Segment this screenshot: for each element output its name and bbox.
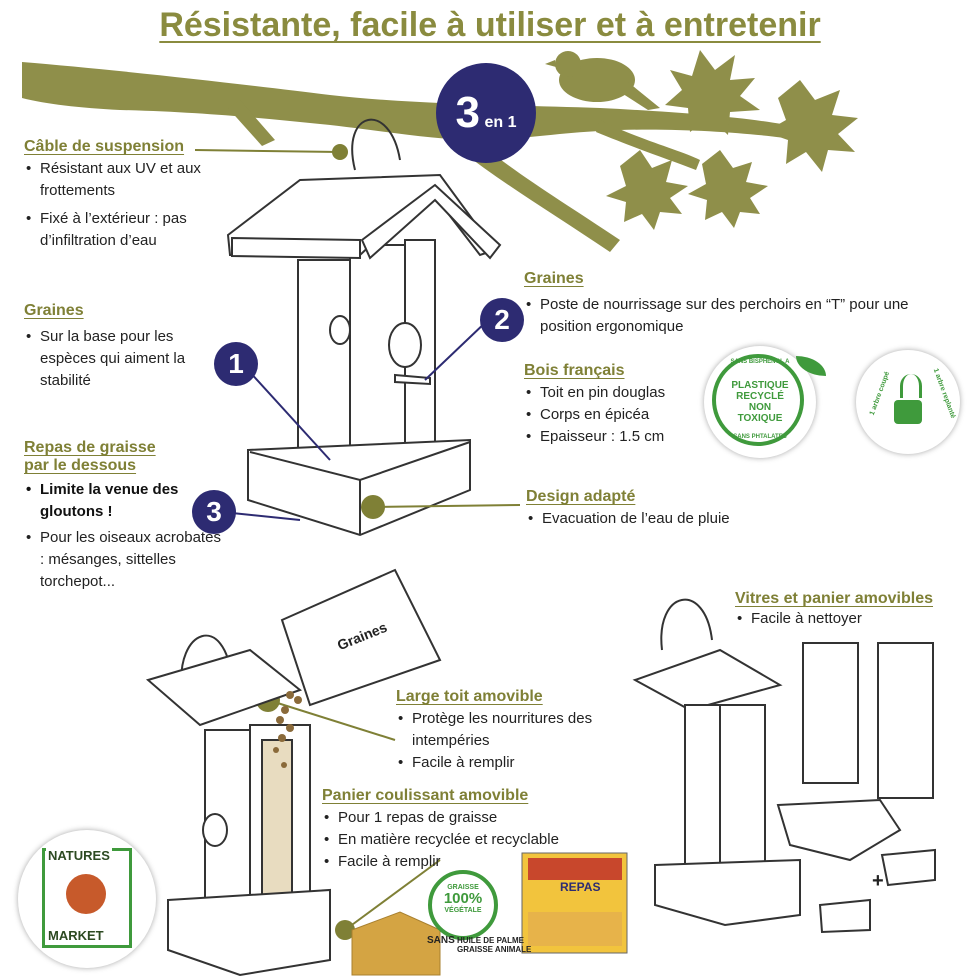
plastique-l2: RECYCLÉ — [736, 391, 784, 402]
plastique-bottom: SANS PHTALATES — [733, 434, 787, 440]
sans-word: SANS — [427, 935, 455, 946]
panier-heading: Panier coulissant amovible — [322, 787, 529, 804]
badge-main: 3 — [455, 88, 480, 137]
cable-item: Fixé à l’extérieur : pas d’infiltration … — [24, 208, 224, 252]
feeder-open-roof-drawing — [145, 634, 331, 977]
sprout-icon — [900, 374, 922, 398]
seed-bag — [280, 568, 442, 707]
tree-branch — [22, 62, 800, 252]
feeder-main-drawing — [226, 118, 502, 537]
plus-sign: + — [872, 870, 884, 892]
vitres-heading: Vitres et panier amovibles — [735, 590, 934, 607]
sans-l1: HUILE DE PALME — [457, 936, 524, 945]
sans-l2: GRAISSE ANIMALE — [457, 945, 532, 954]
panier-section: Panier coulissant amovible Pour 1 repas … — [322, 787, 642, 873]
number-badge-3: 3 — [192, 490, 236, 534]
seed-stream — [273, 691, 302, 768]
three-in-one-badge: 3 en 1 — [436, 63, 536, 163]
page-title: Résistante, facile à utiliser et à entre… — [159, 6, 821, 44]
repas-item-bold: Limite la venue des gloutons ! — [24, 479, 200, 523]
panier-item: En matière recyclée et recyclable — [322, 829, 642, 851]
toit-heading: Large toit amovible — [396, 688, 543, 705]
feeder-disassembled-drawing — [632, 598, 936, 934]
cable-section: Câble de suspension Résistant aux UV et … — [24, 138, 224, 252]
leaves — [606, 50, 858, 230]
toit-section: Large toit amovible Protège les nourritu… — [396, 688, 636, 774]
plastique-top: SANS BISPHENOL A — [730, 359, 790, 365]
graines-right-section: Graines Poste de nourrissage sur des per… — [524, 270, 944, 338]
graines-left-item: Sur la base pour les espèces qui aiment … — [24, 326, 204, 392]
repas-section: Repas de graisse par le dessous Limite l… — [24, 439, 224, 593]
olive-leaders — [194, 149, 521, 931]
fat-block — [351, 911, 441, 976]
repas-box-title: REPAS — [560, 880, 601, 894]
toit-item: Protège les nourritures des intempéries — [396, 708, 612, 752]
brand-l2: MARKET — [46, 928, 106, 943]
natures-market-logo: NATURES MARKET — [18, 830, 156, 968]
graines-left-heading: Graines — [24, 302, 84, 319]
number-badge-1: 1 — [214, 342, 258, 386]
panier-item: Pour 1 repas de graisse — [322, 807, 642, 829]
arbre-left-text: 1 arbre coupé — [868, 370, 892, 417]
bois-item: Epaisseur : 1.5 cm — [524, 426, 714, 448]
graisse-l3: VÉGÉTALE — [444, 907, 482, 914]
number-badge-2: 2 — [480, 298, 524, 342]
arbre-replante-badge: 1 arbre coupé 1 arbre replanté — [856, 350, 960, 454]
plastique-l4: TOXIQUE — [737, 413, 783, 424]
toit-item: Facile à remplir — [396, 752, 636, 774]
bois-section: Bois français Toit en pin douglas Corps … — [524, 362, 714, 448]
graines-left-section: Graines Sur la base pour les espèces qui… — [24, 302, 204, 392]
cable-item: Résistant aux UV et aux frottements — [24, 158, 224, 202]
plastique-l3: NON — [748, 402, 772, 413]
cable-heading: Câble de suspension — [24, 138, 185, 155]
repas-heading-2: par le dessous — [24, 457, 137, 474]
design-item: Evacuation de l’eau de pluie — [526, 508, 826, 530]
graines-right-item: Poste de nourrissage sur des perchoirs e… — [524, 294, 920, 338]
graisse-vegetale-badge: GRAISSE 100% VÉGÉTALE — [428, 870, 498, 940]
design-section: Design adapté Evacuation de l’eau de plu… — [526, 488, 826, 530]
robin-icon — [66, 874, 106, 914]
vitres-section: Vitres et panier amovibles Facile à nett… — [735, 590, 975, 630]
tree-stump-icon — [894, 400, 922, 424]
leader-lines — [231, 319, 489, 521]
repas-item: Pour les oiseaux acrobates : mésanges, s… — [24, 527, 224, 593]
panier-item: Facile à remplir — [322, 851, 642, 873]
bois-item: Corps en épicéa — [524, 404, 714, 426]
repas-heading-1: Repas de graisse — [24, 439, 156, 456]
vitres-item: Facile à nettoyer — [735, 608, 975, 630]
graisse-l1: GRAISSE — [447, 884, 479, 891]
badge-suffix: en 1 — [484, 114, 517, 131]
plastique-l1: PLASTIQUE — [731, 380, 789, 391]
graisse-l2: 100% — [443, 890, 483, 907]
bois-heading: Bois français — [524, 362, 625, 379]
brand-l1: NATURES — [46, 848, 112, 863]
bird-silhouette — [545, 51, 660, 110]
graines-right-heading: Graines — [524, 270, 584, 287]
design-heading: Design adapté — [526, 488, 636, 505]
plastique-recycle-badge: SANS BISPHENOL A PLASTIQUE RECYCLÉ NON T… — [704, 346, 826, 458]
bois-item: Toit en pin douglas — [524, 382, 714, 404]
sans-text: SANS HUILE DE PALME GRAISSE ANIMALE — [427, 935, 532, 955]
